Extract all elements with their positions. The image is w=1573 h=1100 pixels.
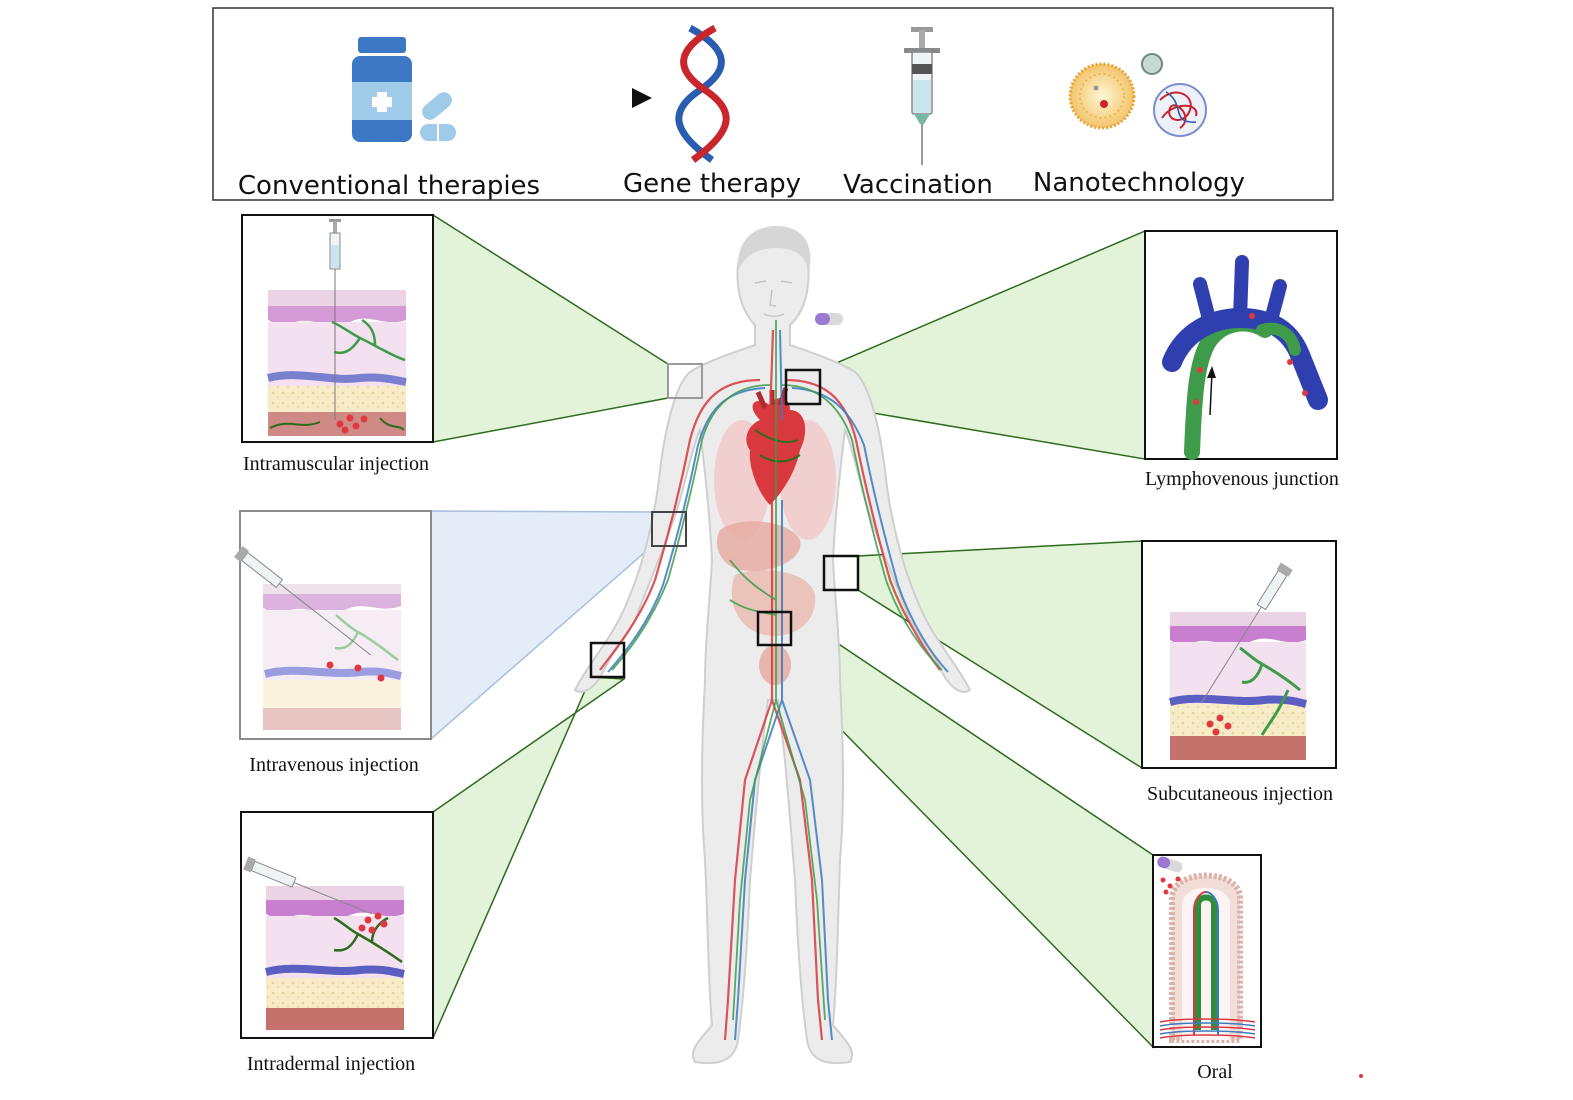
conventional-therapies-label: Conventional therapies xyxy=(238,171,540,201)
syringe-icon xyxy=(1201,562,1293,703)
pill-icon xyxy=(1157,856,1183,873)
nanoparticle-icon xyxy=(1068,53,1207,137)
progression-arrow-icon xyxy=(486,88,652,108)
human-body-figure xyxy=(573,226,972,1065)
oral-panel: Oral xyxy=(1152,854,1262,1083)
intradermal-label: Intradermal injection xyxy=(247,1053,415,1075)
pill-icon xyxy=(815,313,843,325)
capsule-icon xyxy=(420,92,456,141)
region-markers xyxy=(589,363,860,679)
intravenous-panel: Intravenous injection xyxy=(234,510,432,776)
top-therapy-panel: Conventional therapies Gene therapy Vacc… xyxy=(212,7,1334,201)
medicine-bottle-icon xyxy=(352,37,412,142)
intramuscular-panel: Intramuscular injection xyxy=(241,214,434,475)
callout-connectors xyxy=(430,213,1154,1049)
lymphovenous-label: Lymphovenous junction xyxy=(1145,468,1339,490)
nanotechnology-label: Nanotechnology xyxy=(1033,168,1245,198)
syringe-icon xyxy=(243,856,373,915)
subcutaneous-label: Subcutaneous injection xyxy=(1147,783,1333,805)
lymphovenous-panel: Lymphovenous junction xyxy=(1144,230,1339,490)
intramuscular-label: Intramuscular injection xyxy=(243,453,429,475)
oral-label: Oral xyxy=(1197,1061,1233,1083)
syringe-icon xyxy=(234,546,372,656)
vaccination-label: Vaccination xyxy=(843,170,993,200)
stray-dot xyxy=(1359,1074,1363,1078)
syringe-icon xyxy=(329,219,341,420)
dna-helix-icon xyxy=(675,24,730,163)
intravenous-label: Intravenous injection xyxy=(249,754,418,776)
intradermal-panel: Intradermal injection xyxy=(240,811,434,1075)
gene-therapy-label: Gene therapy xyxy=(623,169,801,199)
syringe-icon xyxy=(904,27,940,165)
subcutaneous-panel: Subcutaneous injection xyxy=(1141,540,1337,805)
